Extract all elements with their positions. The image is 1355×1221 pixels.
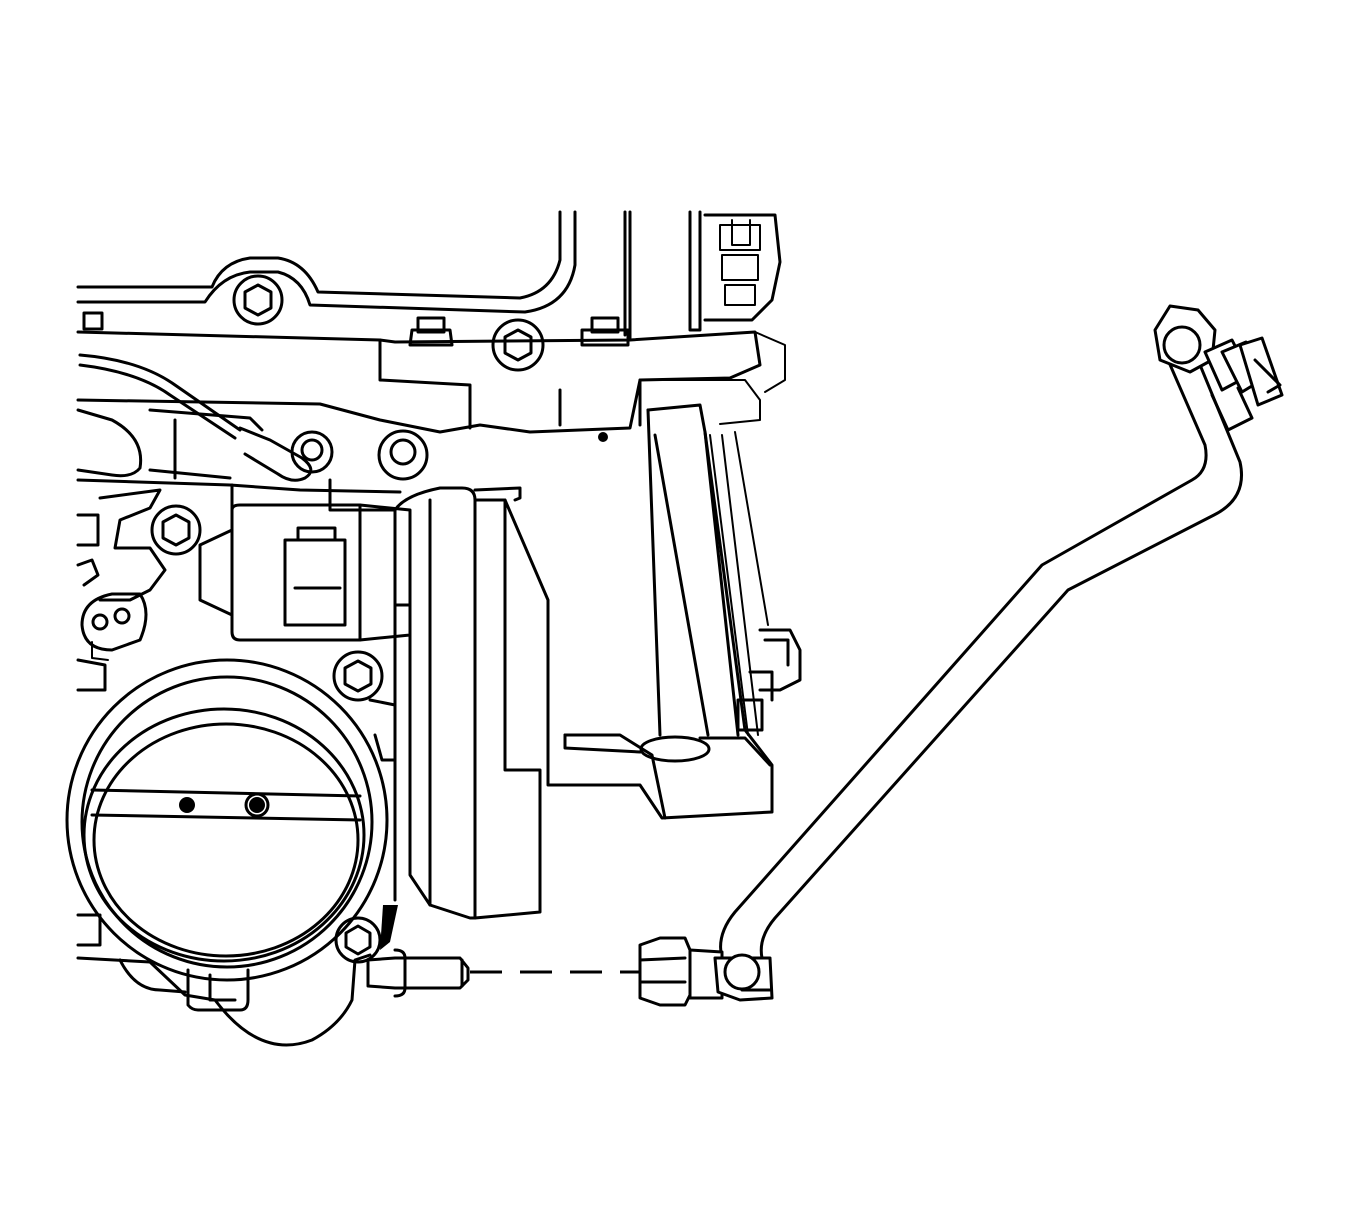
hex-bolt bbox=[334, 916, 382, 964]
bracket-arm bbox=[546, 403, 802, 820]
hex-bolt bbox=[332, 650, 384, 702]
throttle-body bbox=[65, 658, 398, 1047]
sensor-connector bbox=[366, 948, 470, 998]
hex-bolt bbox=[377, 429, 429, 481]
hose-fitting bbox=[1153, 304, 1284, 432]
hex-bolt bbox=[408, 316, 454, 347]
hex-bolt bbox=[232, 274, 284, 326]
hex-bolt bbox=[290, 430, 334, 474]
hex-bolt bbox=[580, 316, 630, 347]
engine-upper-housing bbox=[76, 210, 786, 964]
sensor-plug bbox=[80, 592, 148, 661]
throttle-actuator bbox=[198, 486, 550, 920]
hex-bolt bbox=[82, 311, 104, 331]
hose-fitting bbox=[638, 936, 774, 1007]
hex-bolt bbox=[150, 504, 202, 556]
hex-bolt bbox=[491, 318, 545, 372]
